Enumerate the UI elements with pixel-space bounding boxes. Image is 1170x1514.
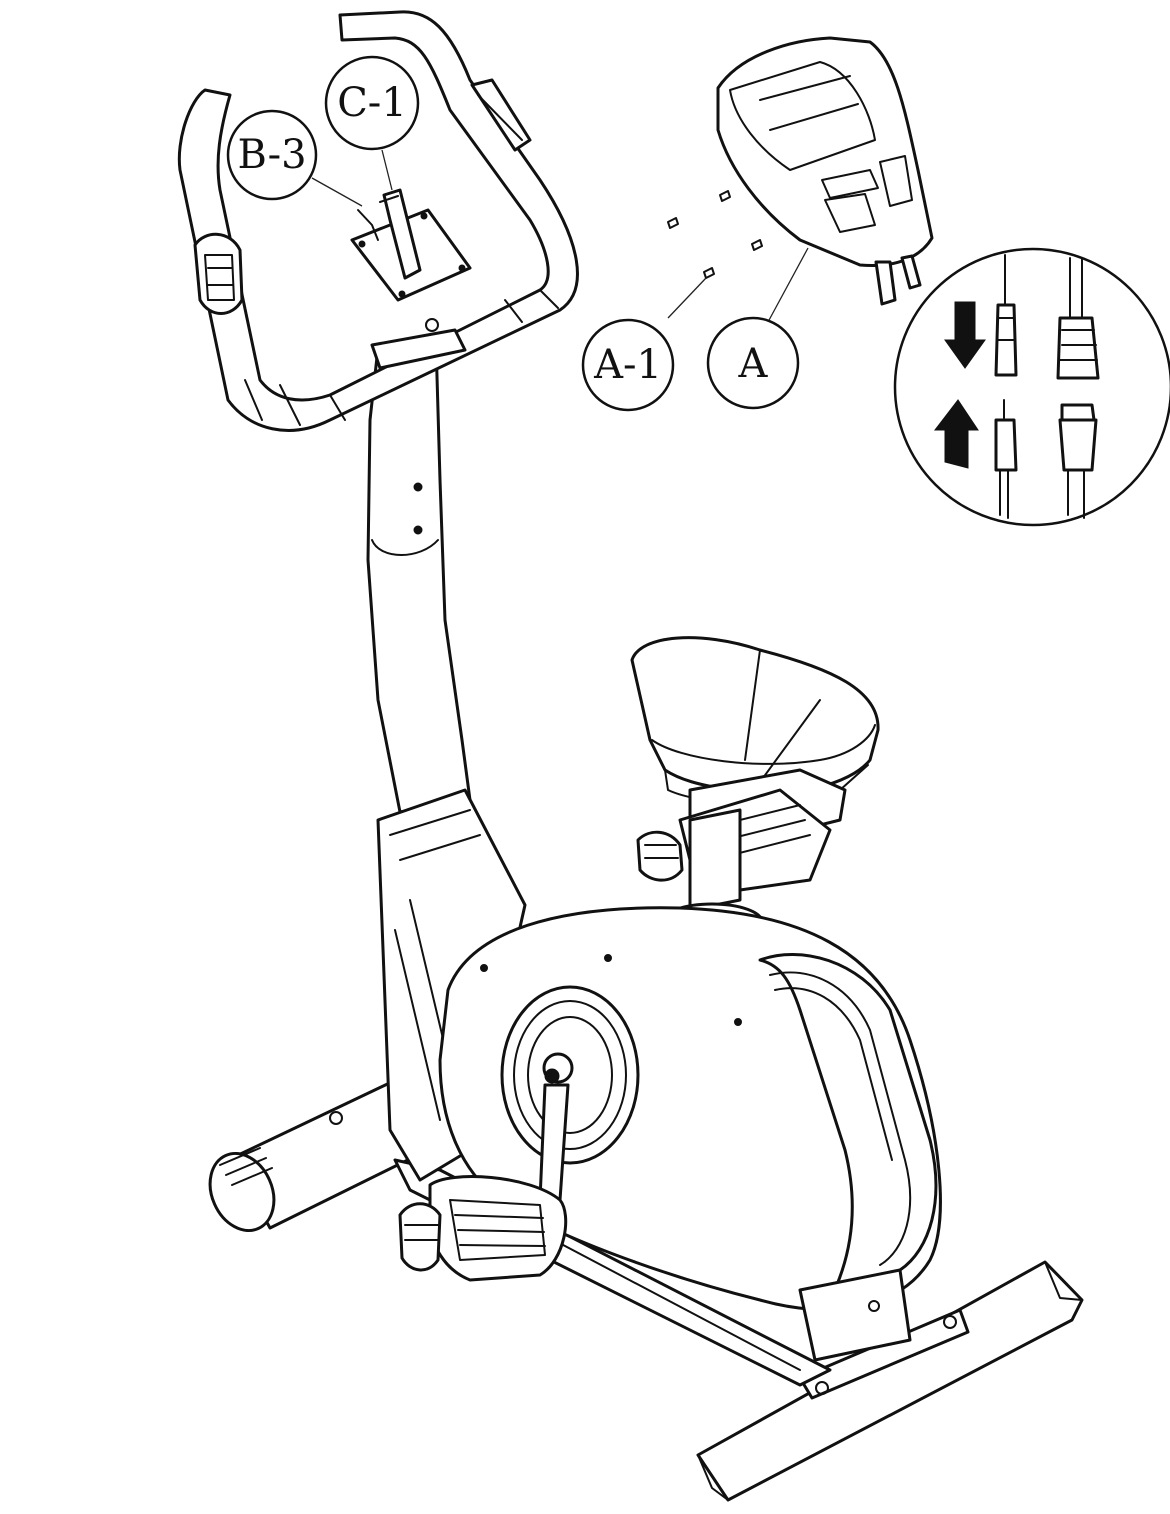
arrow-down-icon [944, 301, 986, 369]
rear-stabilizer [696, 1260, 1084, 1502]
connector-detail [893, 247, 1170, 527]
handlebar [177, 10, 579, 432]
flywheel-housing [438, 906, 942, 1362]
callout-a1-label: A-1 [593, 342, 662, 388]
console [667, 36, 934, 306]
callout-b3-label: B-3 [237, 132, 306, 178]
seat [630, 636, 880, 942]
pedal [398, 1175, 568, 1282]
callout-a1: A-1 [581, 318, 675, 412]
callout-a: A [706, 316, 800, 410]
arrow-up-icon [933, 399, 979, 469]
callout-c1: C-1 [324, 55, 420, 151]
callout-b3: B-3 [226, 109, 318, 201]
callout-c1-label: C-1 [337, 80, 407, 126]
leader-lines [311, 149, 809, 323]
screw-set [667, 190, 763, 279]
front-stabilizer [208, 1076, 434, 1233]
callout-a-label: A [738, 341, 769, 387]
